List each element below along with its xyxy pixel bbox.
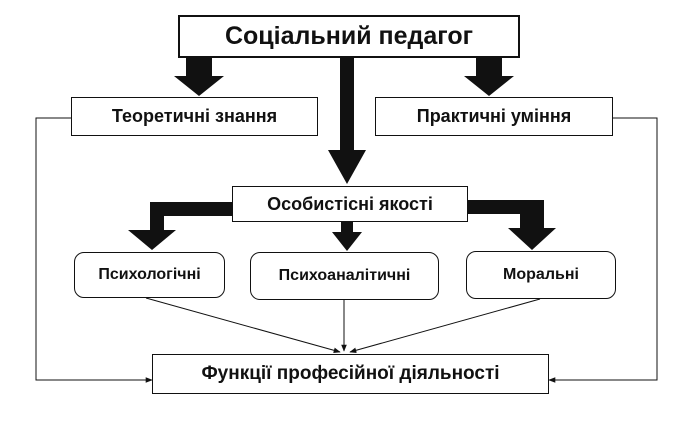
psychoanalytic-box: Психоаналітичні bbox=[250, 252, 439, 300]
arrow-root-to-skills bbox=[464, 58, 514, 96]
line-skills-to-functions bbox=[548, 117, 658, 383]
root-box: Соціальний педагог bbox=[178, 15, 520, 58]
arrow-qualities-to-psychoanalytic bbox=[332, 222, 362, 251]
line-moral-to-functions bbox=[349, 298, 541, 354]
psychological-box: Психологічні bbox=[74, 252, 225, 298]
knowledge-box: Теоретичні знання bbox=[71, 97, 318, 136]
arrow-qualities-to-psychological bbox=[128, 202, 232, 250]
line-psychological-to-functions bbox=[145, 297, 341, 354]
arrow-root-to-qualities bbox=[328, 58, 366, 184]
arrow-root-to-knowledge bbox=[174, 58, 224, 96]
arrow-qualities-to-moral bbox=[468, 200, 556, 250]
moral-box: Моральні bbox=[466, 251, 616, 299]
line-knowledge-to-functions bbox=[35, 117, 153, 383]
skills-box: Практичні уміння bbox=[375, 97, 613, 136]
functions-box: Функції професійної діяльності bbox=[152, 354, 549, 394]
qualities-box: Особистісні якості bbox=[232, 186, 468, 222]
